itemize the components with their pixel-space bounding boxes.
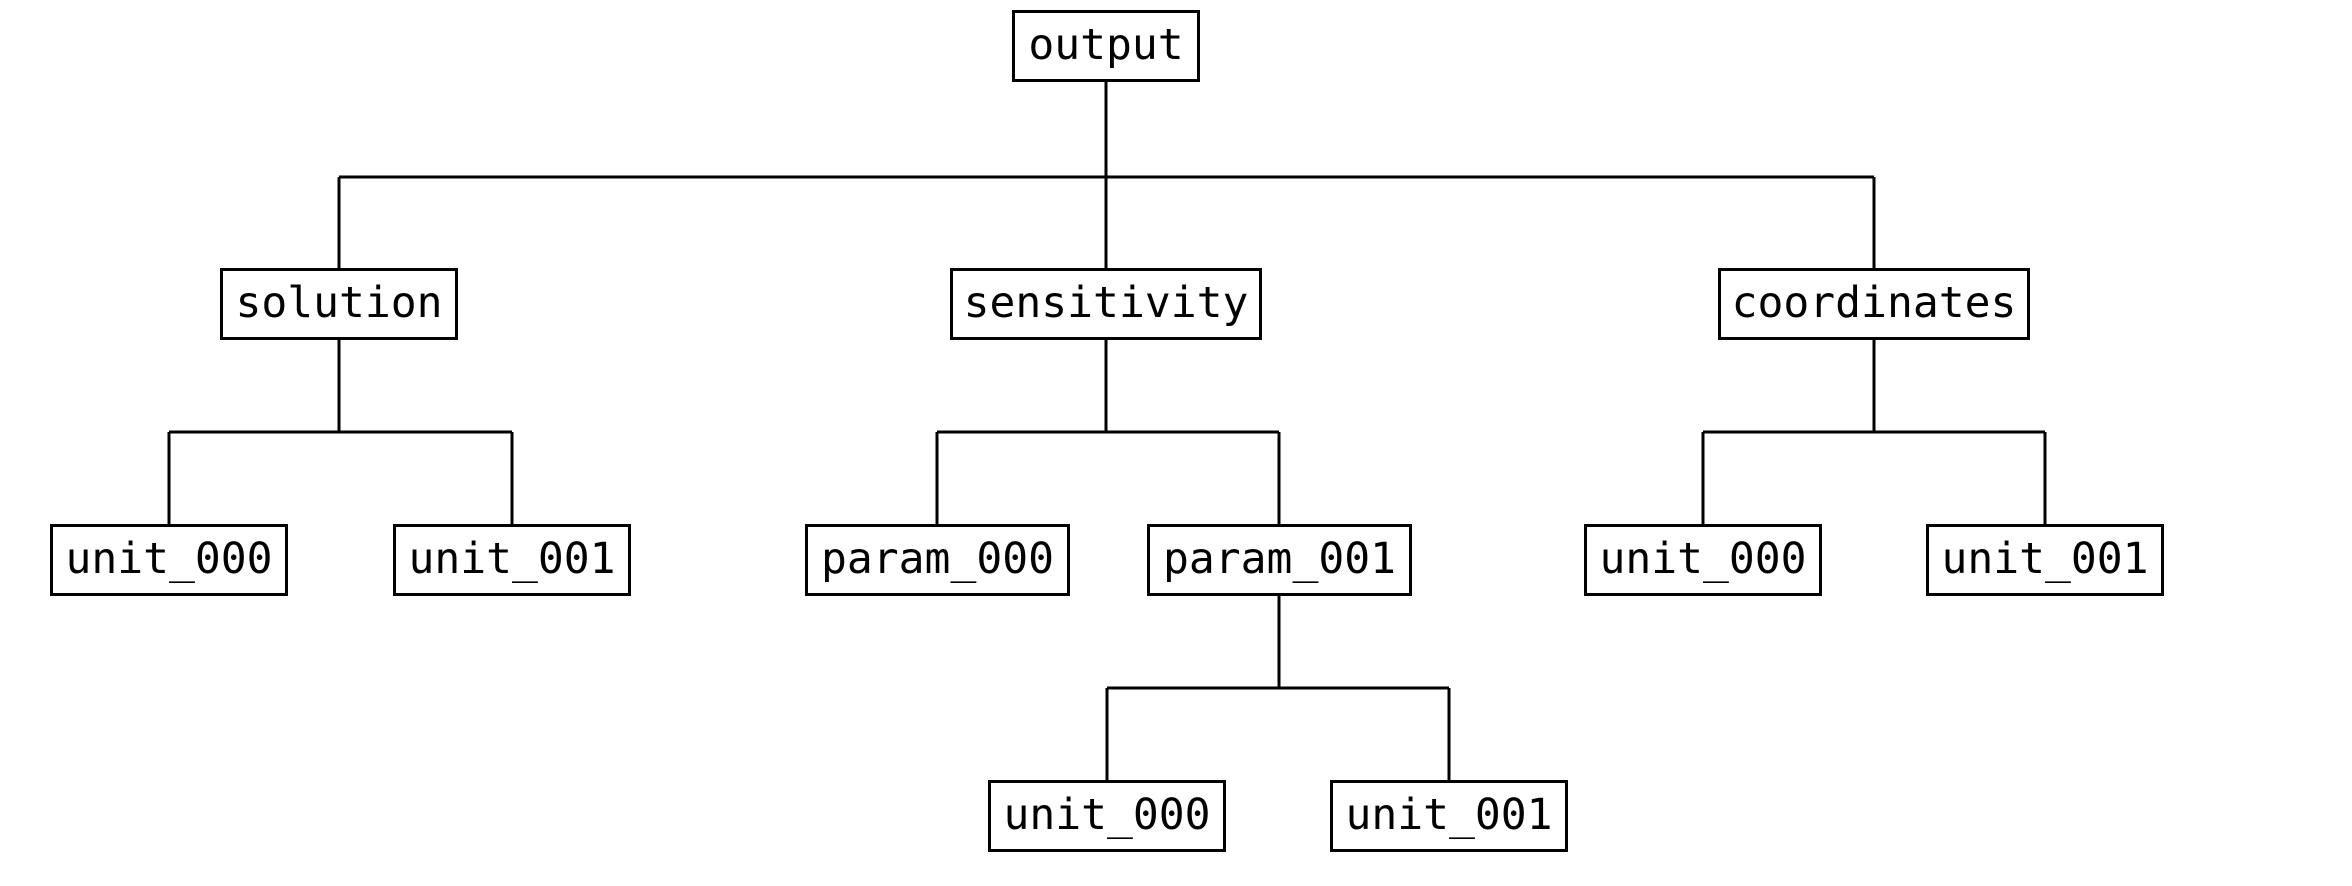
tree-node-label: coordinates (1731, 277, 2017, 328)
tree-node-label: unit_001 (1941, 533, 2149, 584)
tree-node-unit-000-n4[interactable]: unit_000 (50, 524, 288, 596)
tree-node-label: sensitivity (963, 277, 1249, 328)
tree-node-unit-001-n9[interactable]: unit_001 (1926, 524, 2164, 596)
tree-node-unit-000-n8[interactable]: unit_000 (1584, 524, 1822, 596)
tree-node-label: output (1028, 19, 1184, 70)
tree-node-label: unit_000 (65, 533, 273, 584)
tree-node-output-n0[interactable]: output (1012, 10, 1200, 82)
tree-node-unit-000-n10[interactable]: unit_000 (988, 780, 1226, 852)
tree-node-param-000-n6[interactable]: param_000 (805, 524, 1070, 596)
tree-node-label: unit_001 (1345, 789, 1553, 840)
tree-node-label: unit_000 (1003, 789, 1211, 840)
tree-node-solution-n1[interactable]: solution (220, 268, 458, 340)
tree-node-label: param_001 (1163, 533, 1396, 584)
tree-node-param-001-n7[interactable]: param_001 (1147, 524, 1412, 596)
tree-node-unit-001-n5[interactable]: unit_001 (393, 524, 631, 596)
tree-node-label: unit_000 (1599, 533, 1807, 584)
tree-node-label: solution (235, 277, 443, 328)
tree-node-unit-001-n11[interactable]: unit_001 (1330, 780, 1568, 852)
tree-node-coordinates-n3[interactable]: coordinates (1718, 268, 2030, 340)
tree-node-label: unit_001 (408, 533, 616, 584)
tree-node-label: param_000 (821, 533, 1054, 584)
tree-node-sensitivity-n2[interactable]: sensitivity (950, 268, 1262, 340)
